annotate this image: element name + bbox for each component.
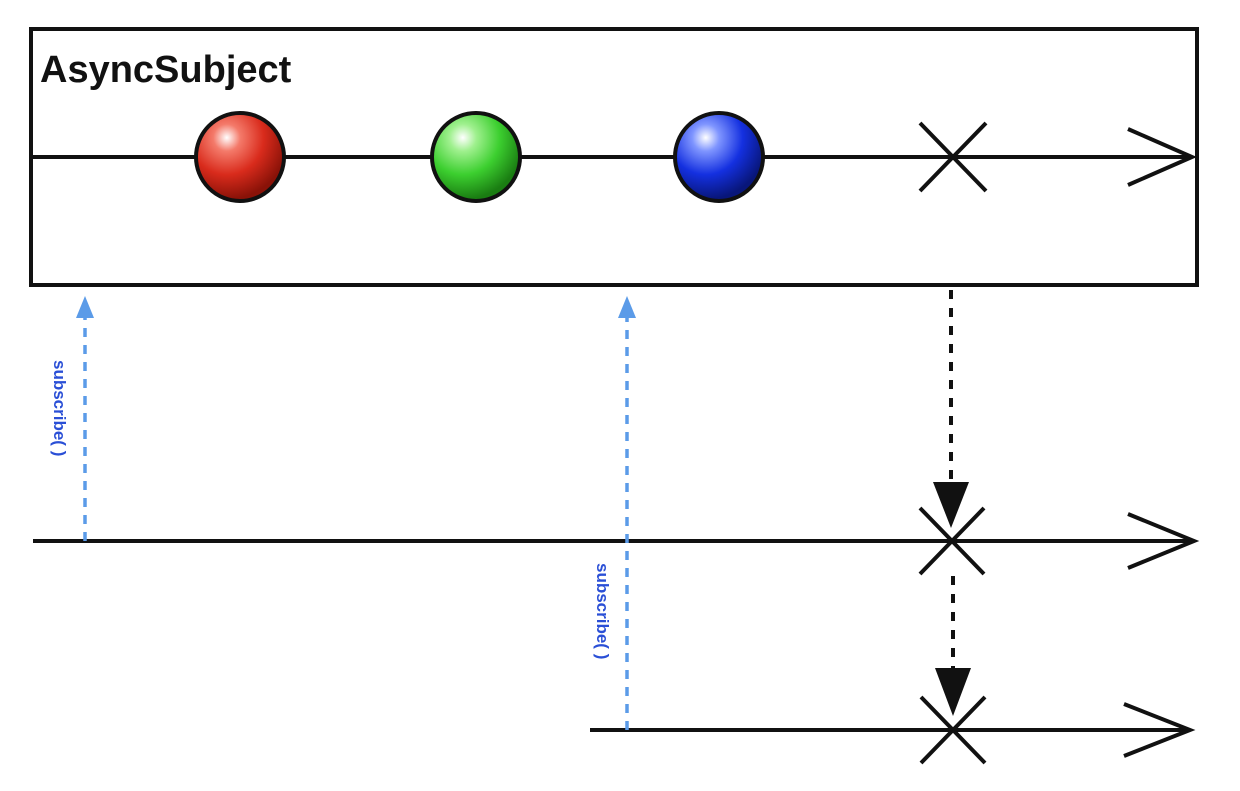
emission-green bbox=[430, 111, 522, 203]
completion-forward-arrow-2 bbox=[935, 576, 971, 716]
subscriber-1-timeline bbox=[33, 512, 1200, 570]
subscriber-1-completion-marker bbox=[918, 506, 986, 576]
subscribe-call-2: subscribe( ) bbox=[593, 296, 636, 730]
diagram-title: AsyncSubject bbox=[40, 49, 292, 91]
subject-completion-marker bbox=[918, 121, 988, 193]
subscribe-label-1: subscribe( ) bbox=[50, 360, 69, 456]
emission-red bbox=[194, 111, 286, 203]
subject-timeline-arrowhead bbox=[1127, 127, 1197, 187]
subscribe-label-2: subscribe( ) bbox=[593, 563, 612, 659]
emission-blue bbox=[673, 111, 765, 203]
completion-forward-arrow-1 bbox=[933, 290, 969, 528]
subscriber-2-completion-marker bbox=[919, 695, 987, 765]
subscriber-2-timeline bbox=[590, 702, 1196, 758]
subscribe-call-1: subscribe( ) bbox=[50, 296, 94, 541]
